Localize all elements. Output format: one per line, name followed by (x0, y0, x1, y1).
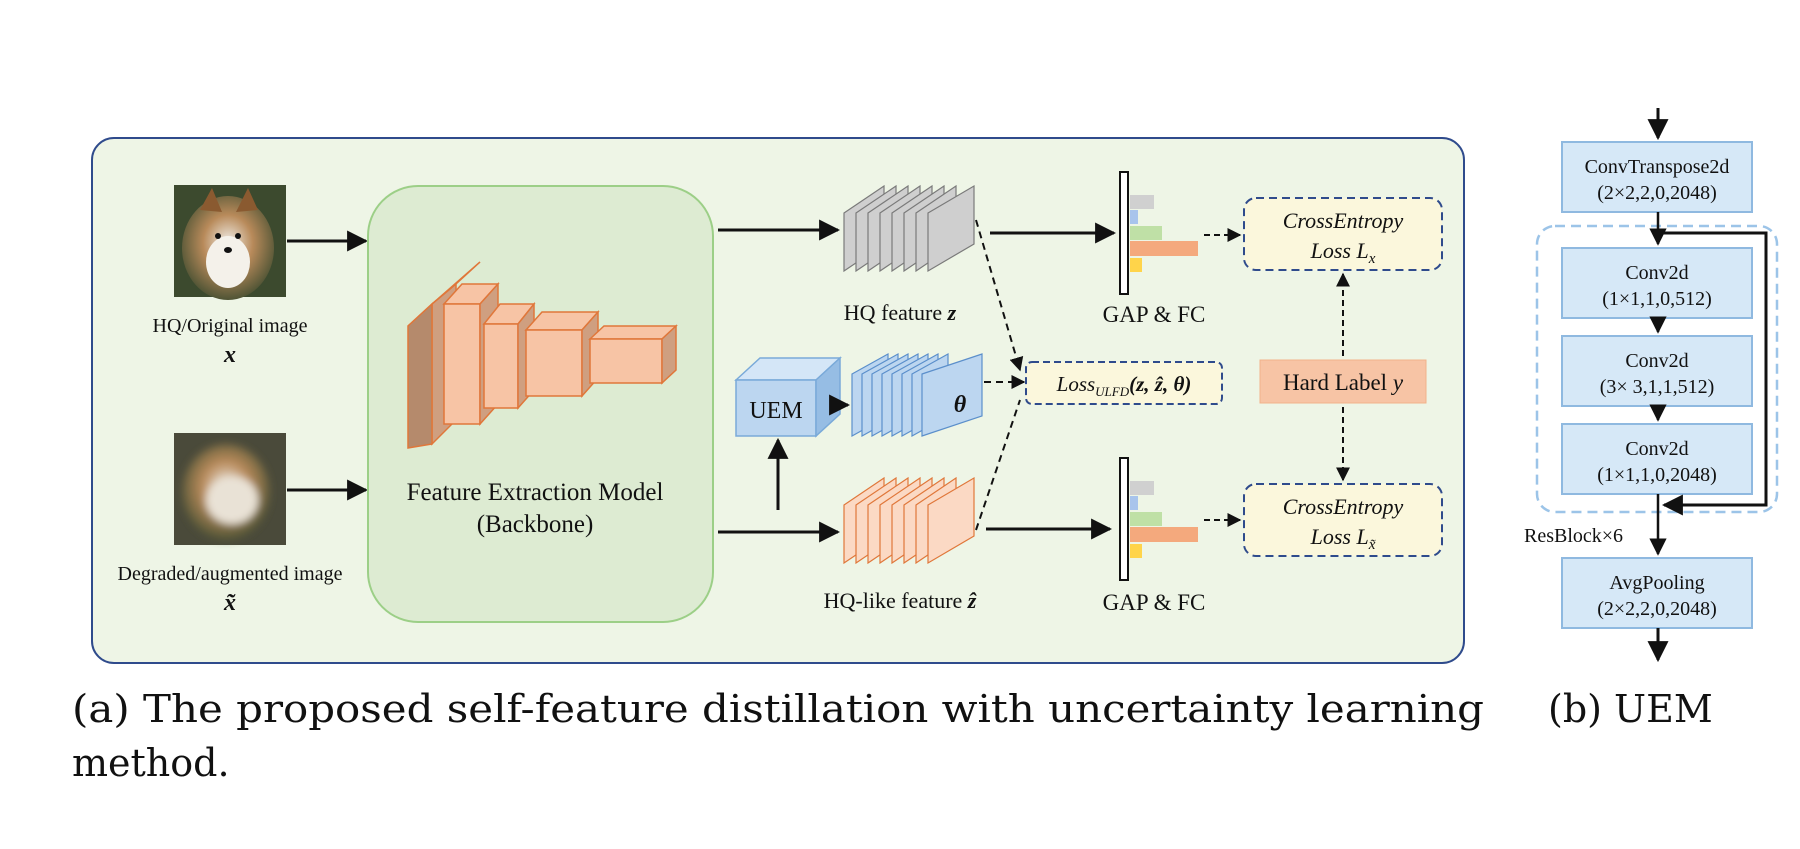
hq-feature-label: HQ feature z (844, 300, 957, 325)
uem-block-convtranspose: ConvTranspose2d (2×2,2,0,2048) (1561, 141, 1753, 213)
hq-like-feature-label: HQ-like feature ẑ (824, 588, 977, 613)
uem-block-avgpooling: AvgPooling (2×2,2,0,2048) (1561, 557, 1753, 629)
uem-block (734, 356, 842, 438)
svg-text:(2×2,2,0,2048): (2×2,2,0,2048) (1597, 598, 1717, 620)
svg-text:Conv2d: Conv2d (1625, 438, 1688, 460)
gap-fc-top (1119, 171, 1198, 295)
ulfd-loss-box (1025, 361, 1223, 405)
svg-text:Conv2d: Conv2d (1625, 262, 1688, 284)
gap-fc-bottom (1119, 457, 1198, 581)
degraded-image-symbol: x̃ (223, 590, 236, 616)
ce-loss-top-line2: Loss Lx (1310, 238, 1376, 267)
caption-a-line2: method. (72, 741, 230, 785)
ce-loss-bottom-box (1243, 483, 1443, 557)
ce-loss-bottom-line2: Loss Lx̃ (1310, 524, 1376, 553)
gap-fc-bottom-label: GAP & FC (1103, 590, 1206, 615)
uem-block-conv2d-2: Conv2d (3× 3,1,1,512) (1561, 335, 1753, 407)
uem-block-conv2d-3: Conv2d (1×1,1,0,2048) (1561, 423, 1753, 495)
backbone-title: Feature Extraction Model (407, 479, 664, 506)
caption-a-line1: (a) The proposed self-feature distillati… (72, 687, 1484, 731)
gap-fc-top-label: GAP & FC (1103, 302, 1206, 327)
svg-text:AvgPooling: AvgPooling (1609, 572, 1704, 594)
hq-image (174, 185, 286, 300)
svg-text:(2×2,2,0,2048): (2×2,2,0,2048) (1597, 182, 1717, 204)
svg-text:(1×1,1,0,2048): (1×1,1,0,2048) (1597, 464, 1717, 486)
backbone-subtitle: (Backbone) (477, 511, 594, 538)
hard-label-text: Hard Label y (1283, 370, 1404, 395)
theta-symbol: θ (954, 392, 967, 418)
resblock-label: ResBlock×6 (1524, 525, 1623, 547)
dashed-links-to-ulfd (975, 219, 1026, 531)
resblock-skip-connection (1658, 231, 1768, 516)
hq-feature-stack (843, 184, 975, 273)
ce-loss-bottom-line1: CrossEntropy (1283, 494, 1404, 519)
svg-text:(1×1,1,0,512): (1×1,1,0,512) (1602, 288, 1712, 310)
ce-loss-top-box (1243, 197, 1443, 271)
hard-label-box (1259, 359, 1427, 404)
svg-text:(3× 3,1,1,512): (3× 3,1,1,512) (1600, 376, 1715, 398)
caption-b: (b) UEM (1548, 687, 1713, 731)
svg-text:Conv2d: Conv2d (1625, 350, 1688, 372)
theta-feature-stack (851, 352, 983, 438)
uem-label: UEM (749, 398, 802, 424)
uem-block-conv2d-1: Conv2d (1×1,1,0,512) (1561, 247, 1753, 319)
degraded-image (174, 433, 286, 545)
backbone-layers (407, 261, 678, 449)
ce-loss-top-line1: CrossEntropy (1283, 208, 1404, 233)
hq-like-feature-stack (843, 476, 975, 565)
ulfd-loss-text: LossULFD(z, ẑ, θ) (1056, 372, 1192, 399)
degraded-image-label: Degraded/augmented image (118, 563, 343, 585)
svg-text:ConvTranspose2d: ConvTranspose2d (1585, 156, 1730, 178)
hq-image-label: HQ/Original image (153, 315, 308, 337)
hq-image-symbol: x (223, 342, 236, 368)
